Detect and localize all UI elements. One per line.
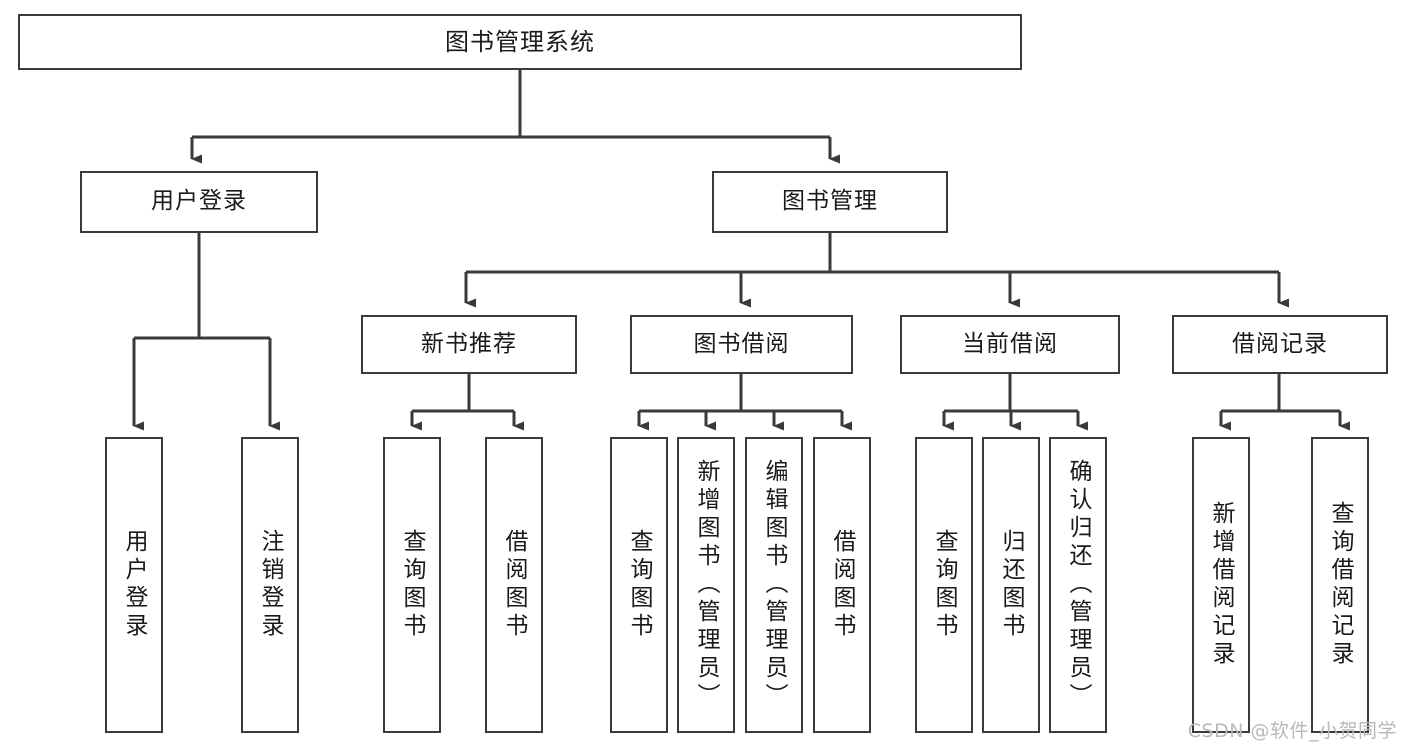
node-label: 新书推荐 (421, 330, 517, 357)
node-label: 图书借阅 (693, 330, 790, 357)
node-leaf-confirm-return[interactable]: 确认归还（管理员） (1049, 437, 1107, 733)
node-book-borrow[interactable]: 图书借阅 (630, 315, 853, 374)
node-label: 借阅记录 (1232, 330, 1328, 357)
node-label: 查询借阅记录 (1327, 501, 1354, 669)
node-label: 新增借阅记录 (1208, 501, 1235, 669)
node-leaf-logout-login[interactable]: 注销登录 (241, 437, 299, 733)
node-label: 查询图书 (399, 529, 426, 641)
node-label: 借阅图书 (829, 529, 856, 641)
node-label: 用户登录 (121, 529, 148, 641)
node-leaf-query-book-1[interactable]: 查询图书 (383, 437, 441, 733)
node-label: 图书管理系统 (445, 27, 595, 56)
node-leaf-query-book-2[interactable]: 查询图书 (610, 437, 668, 733)
node-leaf-add-book[interactable]: 新增图书（管理员） (677, 437, 735, 733)
node-root-book-management-system[interactable]: 图书管理系统 (18, 14, 1022, 70)
node-label: 查询图书 (626, 529, 653, 641)
node-leaf-user-login[interactable]: 用户登录 (105, 437, 163, 733)
node-user-login[interactable]: 用户登录 (80, 171, 318, 233)
node-label: 借阅图书 (501, 529, 528, 641)
node-label: 图书管理 (782, 188, 878, 215)
node-label: 归还图书 (998, 529, 1025, 641)
node-leaf-query-book-3[interactable]: 查询图书 (915, 437, 973, 733)
node-new-book-recommend[interactable]: 新书推荐 (361, 315, 577, 374)
node-book-management[interactable]: 图书管理 (712, 171, 948, 233)
node-leaf-return-book[interactable]: 归还图书 (982, 437, 1040, 733)
node-leaf-add-borrow-record[interactable]: 新增借阅记录 (1192, 437, 1250, 733)
node-label: 当前借阅 (962, 330, 1058, 357)
node-label: 注销登录 (257, 529, 284, 641)
node-label: 用户登录 (151, 188, 247, 215)
node-leaf-borrow-book-2[interactable]: 借阅图书 (813, 437, 871, 733)
node-leaf-query-borrow-record[interactable]: 查询借阅记录 (1311, 437, 1369, 733)
node-current-borrow[interactable]: 当前借阅 (900, 315, 1120, 374)
node-label: 新增图书（管理员） (693, 459, 720, 711)
node-label: 编辑图书（管理员） (761, 459, 788, 711)
node-label: 确认归还（管理员） (1065, 459, 1092, 711)
node-label: 查询图书 (931, 529, 958, 641)
node-borrow-record[interactable]: 借阅记录 (1172, 315, 1388, 374)
node-leaf-edit-book[interactable]: 编辑图书（管理员） (745, 437, 803, 733)
node-leaf-borrow-book-1[interactable]: 借阅图书 (485, 437, 543, 733)
